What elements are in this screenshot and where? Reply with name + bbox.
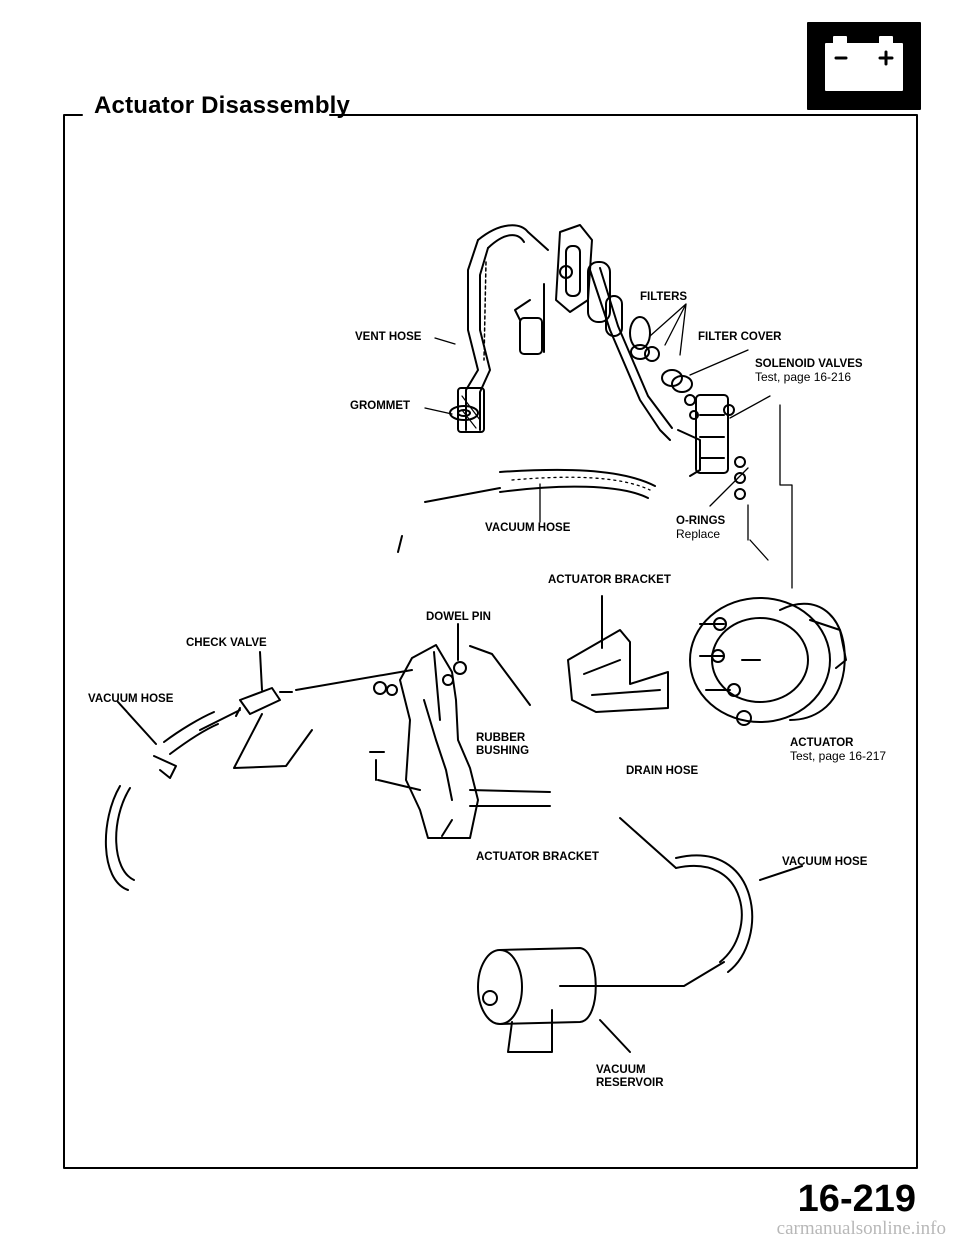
label-vacuum-hose-top: VACUUM HOSE xyxy=(485,522,571,534)
vacuum-hose-bottom-drawing xyxy=(559,817,803,987)
vacuum-hose-top-drawing xyxy=(397,468,656,553)
label-check-valve: CHECK VALVE xyxy=(186,637,267,649)
check-valve-drawing xyxy=(199,651,413,769)
vacuum-reservoir-drawing xyxy=(477,947,631,1053)
actuator-bracket-top-drawing xyxy=(567,595,669,713)
solenoid-assembly-drawing xyxy=(514,224,746,500)
label-o-rings-text: O-RINGS xyxy=(676,515,726,527)
label-rubber-bushing-1: RUBBER xyxy=(476,732,526,744)
label-actuator-bracket-top: ACTUATOR BRACKET xyxy=(548,574,671,586)
label-vacuum-reservoir-2: RESERVOIR xyxy=(596,1077,664,1089)
label-rubber-bushing-2: BUSHING xyxy=(476,745,530,757)
label-filter-cover: FILTER COVER xyxy=(698,331,782,343)
label-o-rings-note: Replace xyxy=(676,527,721,541)
label-vacuum-hose-left: VACUUM HOSE xyxy=(88,693,174,705)
label-vacuum-reservoir-1: VACUUM xyxy=(596,1064,646,1076)
label-vent-hose: VENT HOSE xyxy=(355,331,422,343)
battery-icon xyxy=(807,22,921,110)
watermark: carmanualsonline.info xyxy=(776,1218,946,1239)
label-o-rings: O-RINGS Replace xyxy=(676,515,725,541)
actuator-drawing xyxy=(689,597,847,726)
label-vacuum-hose-right: VACUUM HOSE xyxy=(782,856,868,868)
label-actuator-text: ACTUATOR xyxy=(790,737,854,749)
label-solenoid-valves: SOLENOID VALVES Test, page 16-216 xyxy=(755,358,863,384)
actuator-bracket-bottom-drawing xyxy=(369,623,551,839)
label-vacuum-reservoir: VACUUM RESERVOIR xyxy=(596,1064,664,1090)
label-grommet: GROMMET xyxy=(350,400,411,412)
page-title: Actuator Disassembly xyxy=(94,92,351,119)
label-rubber-bushing: RUBBER BUSHING xyxy=(476,732,529,758)
label-filters: FILTERS xyxy=(640,291,688,303)
diagram-frame xyxy=(63,114,918,1169)
label-actuator-test: Test, page 16-217 xyxy=(790,749,887,763)
label-dowel-pin: DOWEL PIN xyxy=(426,611,491,623)
leader-lines-top xyxy=(424,303,793,589)
label-actuator-bracket-bottom: ACTUATOR BRACKET xyxy=(476,851,599,863)
label-solenoid-test: Test, page 16-216 xyxy=(755,370,852,384)
page-number: 16-219 xyxy=(797,1178,916,1220)
label-drain-hose: DRAIN HOSE xyxy=(626,765,699,777)
vent-hose-drawing xyxy=(457,224,549,433)
vacuum-hose-left-drawing xyxy=(104,701,219,891)
label-solenoid-valves-text: SOLENOID VALVES xyxy=(755,358,863,370)
label-actuator: ACTUATOR Test, page 16-217 xyxy=(790,737,886,763)
